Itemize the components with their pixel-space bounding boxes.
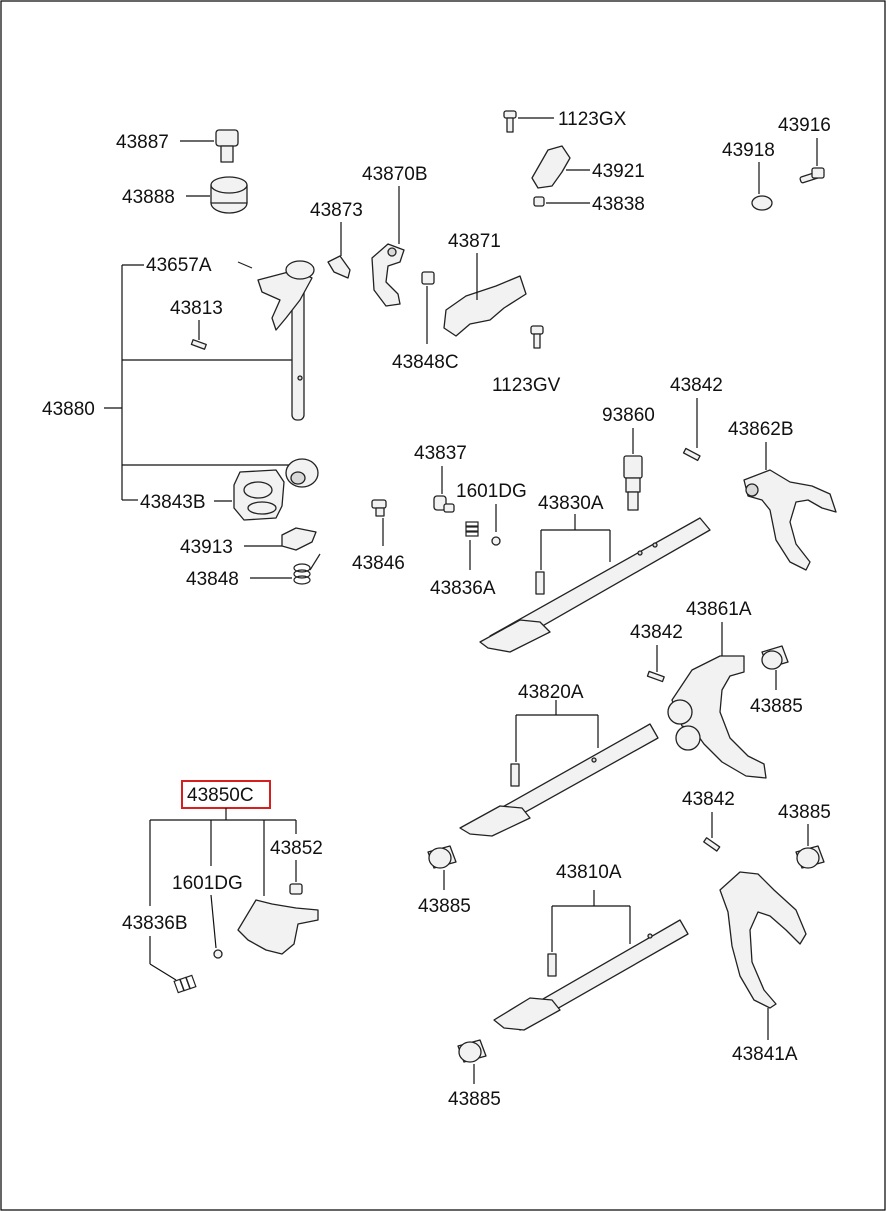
label-43918[interactable]: 43918 [722,140,775,161]
bushing-43888 [210,176,248,214]
sensor-93860 [623,455,643,511]
leader-43850c [149,808,297,906]
label-43852[interactable]: 43852 [270,838,323,859]
label-43862b[interactable]: 43862B [728,419,794,440]
label-43873[interactable]: 43873 [310,200,363,221]
label-43861a[interactable]: 43861A [686,599,752,620]
interlock-plate [237,899,319,955]
plug-43837 [433,495,455,513]
bushing-43885-a [761,645,789,670]
label-43836a[interactable]: 43836A [430,578,496,599]
label-43870b[interactable]: 43870B [362,164,428,185]
label-43657a[interactable]: 43657A [146,255,212,276]
label-43848[interactable]: 43848 [186,569,239,590]
label-43888[interactable]: 43888 [122,187,175,208]
bolt-43916 [799,167,825,184]
label-43848c[interactable]: 43848C [392,352,459,373]
label-1601dg-b[interactable]: 1601DG [172,873,243,894]
pin-43842-c [703,837,721,852]
bushing-43885-b [427,845,457,869]
nut-43848c [421,271,435,285]
label-43880[interactable]: 43880 [42,399,95,420]
fork-43861a [667,655,767,779]
label-43846[interactable]: 43846 [352,553,405,574]
lever-43870b [371,243,405,307]
pin-43842-b [646,670,665,683]
leader-43810a [551,890,631,952]
leader-43830a [540,514,611,570]
label-43921[interactable]: 43921 [592,161,645,182]
bushing-43885-c [795,845,825,869]
label-43842-a[interactable]: 43842 [670,375,723,396]
label-43837[interactable]: 43837 [414,443,467,464]
label-43885-b[interactable]: 43885 [418,896,471,917]
bushing-43885-d [457,1039,487,1063]
label-1123gx[interactable]: 1123GX [558,109,627,130]
label-43841a[interactable]: 43841A [732,1044,798,1065]
block-43843b [233,458,319,521]
label-43885-c[interactable]: 43885 [778,802,831,823]
label-43887[interactable]: 43887 [116,132,169,153]
bolt-1123gx [503,110,517,133]
nut-43838 [533,196,545,207]
pin-43813 [190,339,207,350]
rail-43830a [479,517,711,653]
leader-43820a [515,700,599,762]
label-43885-d[interactable]: 43885 [448,1089,501,1110]
bracket-43880 [104,264,292,501]
label-43843b[interactable]: 43843B [140,492,206,513]
rail-43820a [459,723,659,837]
ball-1601dg-b [213,949,223,959]
label-93860[interactable]: 93860 [602,405,655,426]
label-43820a[interactable]: 43820A [518,682,584,703]
spring-43836b [173,974,197,994]
bolt-43887 [215,129,239,163]
bracket-43871 [443,275,527,337]
shift-shaft [257,260,315,421]
label-43813[interactable]: 43813 [170,298,223,319]
label-43871[interactable]: 43871 [448,231,501,252]
ball-1601dg-a [491,536,501,546]
plug-43846 [371,499,387,517]
fork-43862b [743,469,837,571]
spring-43848 [293,553,321,585]
label-1123gv[interactable]: 1123GV [492,375,561,396]
label-43836b[interactable]: 43836B [122,913,188,934]
pin-43842-a [682,447,701,462]
pin-43657a [237,261,253,269]
bracket-43921 [531,145,571,189]
fork-43841a [719,871,807,1009]
label-43830a[interactable]: 43830A [538,493,604,514]
label-43842-c[interactable]: 43842 [682,789,735,810]
label-43916[interactable]: 43916 [778,115,831,136]
label-43838[interactable]: 43838 [592,194,645,215]
label-43842-b[interactable]: 43842 [630,622,683,643]
nut-43852 [289,883,303,895]
plate-43913 [281,527,317,551]
spring-43836a [465,521,479,537]
label-43850c[interactable]: 43850C [187,785,254,806]
label-43885-a[interactable]: 43885 [750,696,803,717]
bolt-1123gv [530,325,544,349]
label-1601dg-a[interactable]: 1601DG [456,481,527,502]
label-43913[interactable]: 43913 [180,537,233,558]
washer-43918 [751,195,773,211]
label-43810a[interactable]: 43810A [556,862,622,883]
clip-43873 [327,255,351,279]
rail-43810a [493,919,689,1031]
